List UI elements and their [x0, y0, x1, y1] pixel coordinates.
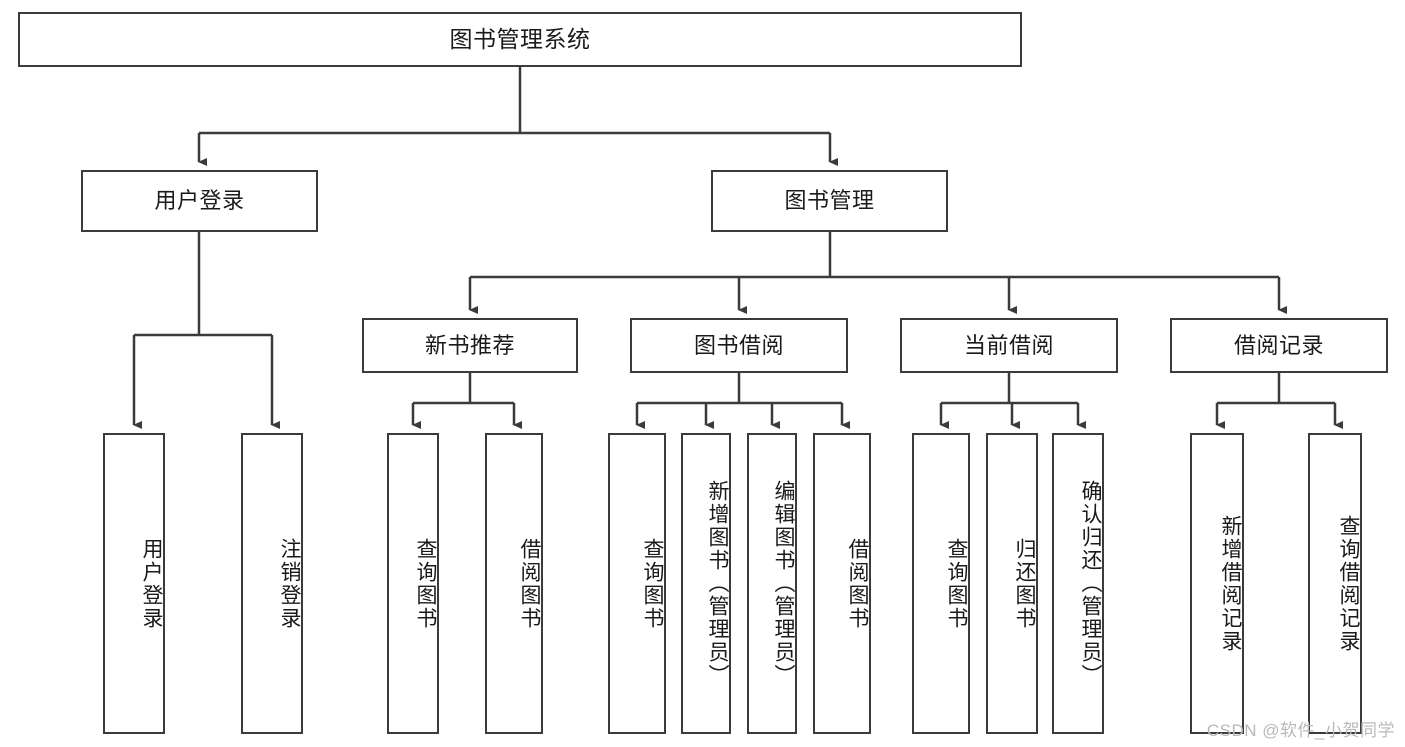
- leaf-user-login[interactable]: 用户登录: [103, 433, 165, 734]
- leaf-label: 查询借阅记录: [1337, 514, 1360, 653]
- node-new-book-recommendation[interactable]: 新书推荐: [362, 318, 578, 373]
- leaf-label: 借阅图书: [518, 537, 541, 630]
- leaf-label: 借阅图书: [846, 537, 869, 630]
- leaf-label: 编辑图书（管理员）: [772, 480, 795, 687]
- leaf-return-books[interactable]: 归还图书: [986, 433, 1038, 734]
- node-label: 当前借阅: [963, 332, 1054, 358]
- leaf-label: 归还图书: [1013, 537, 1036, 630]
- leaf-borrow-books-recommend[interactable]: 借阅图书: [485, 433, 543, 734]
- leaf-logout[interactable]: 注销登录: [241, 433, 303, 734]
- node-book-management[interactable]: 图书管理: [711, 170, 948, 232]
- leaf-label: 新增图书（管理员）: [706, 480, 729, 687]
- node-label: 借阅记录: [1233, 332, 1324, 358]
- csdn-watermark: CSDN @软件_小贺同学: [1206, 721, 1395, 740]
- leaf-label: 注销登录: [278, 537, 301, 630]
- leaf-add-borrow-record[interactable]: 新增借阅记录: [1190, 433, 1244, 734]
- leaf-query-books-current[interactable]: 查询图书: [912, 433, 970, 734]
- node-label: 用户登录: [154, 188, 245, 214]
- node-label: 图书管理: [784, 188, 875, 214]
- node-label: 新书推荐: [424, 332, 515, 358]
- leaf-query-books-recommend[interactable]: 查询图书: [387, 433, 439, 734]
- leaf-edit-book-admin[interactable]: 编辑图书（管理员）: [747, 433, 797, 734]
- leaf-label: 查询图书: [945, 537, 968, 630]
- leaf-label: 新增借阅记录: [1219, 514, 1242, 653]
- leaf-query-borrow-record[interactable]: 查询借阅记录: [1308, 433, 1362, 734]
- node-root-label: 图书管理系统: [449, 25, 591, 52]
- node-root-system[interactable]: 图书管理系统: [18, 12, 1022, 67]
- leaf-confirm-return-admin[interactable]: 确认归还（管理员）: [1052, 433, 1104, 734]
- leaf-label: 查询图书: [414, 537, 437, 630]
- leaf-label: 确认归还（管理员）: [1079, 480, 1102, 687]
- leaf-label: 用户登录: [140, 537, 163, 630]
- leaf-add-book-admin[interactable]: 新增图书（管理员）: [681, 433, 731, 734]
- leaf-label: 查询图书: [641, 537, 664, 630]
- node-label: 图书借阅: [693, 332, 784, 358]
- node-user-login[interactable]: 用户登录: [81, 170, 318, 232]
- leaf-borrow-books[interactable]: 借阅图书: [813, 433, 871, 734]
- node-current-borrowing[interactable]: 当前借阅: [900, 318, 1118, 373]
- node-borrowing-records[interactable]: 借阅记录: [1170, 318, 1388, 373]
- leaf-query-books-borrow[interactable]: 查询图书: [608, 433, 666, 734]
- node-book-borrowing[interactable]: 图书借阅: [630, 318, 848, 373]
